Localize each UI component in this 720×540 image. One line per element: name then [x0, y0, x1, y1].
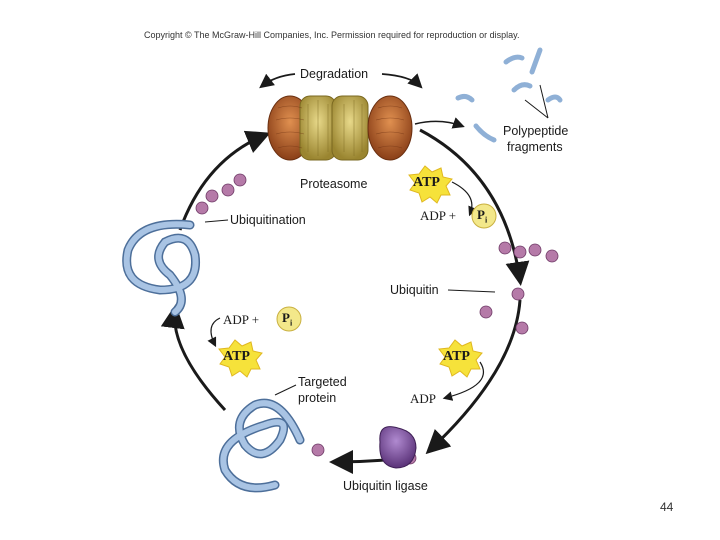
targeted-protein-label-line1: Targeted [298, 375, 347, 389]
pi-circle-left [276, 306, 302, 332]
polypeptide-fragments-label-line2: fragments [507, 140, 563, 154]
degradation-right-arrow [381, 73, 423, 89]
pi-left-label: Pi [282, 310, 293, 328]
copyright-notice: Copyright © The McGraw-Hill Companies, I… [144, 30, 520, 40]
atp-left-label: ATP [223, 349, 250, 364]
ubiquitin-ligase-label: Ubiquitin ligase [343, 479, 428, 493]
degradation-left-arrow [259, 73, 296, 89]
arc-right-lower-arrow [425, 299, 522, 455]
arc-left-upper-arrow [178, 130, 271, 231]
ubiquitin-monomers [479, 287, 529, 335]
pi-top-label: Pi [477, 207, 488, 225]
pi-circle-top [471, 203, 497, 229]
arc-right-arrow [419, 128, 530, 286]
ubiquitin-ligase-enzyme [379, 426, 417, 469]
adp-left-to-atp-arrow [207, 317, 221, 348]
proteasome-label: Proteasome [300, 177, 368, 191]
polypeptide-fragments-label-line1: Polypeptide [503, 124, 569, 138]
polypeptide-pointer-line [524, 84, 549, 119]
arc-left-lower-arrow [160, 304, 227, 412]
polypeptide-fragments [455, 47, 563, 143]
degradation-label: Degradation [300, 67, 369, 81]
atp-bottom-to-adp-arrow [442, 361, 485, 401]
arc-bottom-arrow [329, 449, 386, 474]
adp-plus-left-label: ADP + [223, 312, 260, 327]
atp-top-label: ATP [413, 175, 440, 190]
atp-bottom-label: ATP [443, 349, 470, 364]
ubiquitination-label: Ubiquitination [230, 213, 306, 227]
page-number: 44 [660, 500, 674, 514]
proteasome-complex [267, 95, 413, 161]
ubiquitin-pointer-line [447, 289, 496, 293]
atp-burst-top [408, 165, 453, 204]
ubiquitin-label: Ubiquitin [390, 283, 439, 297]
atp-burst-left [218, 339, 263, 378]
ubiquitin-chain-right [498, 241, 559, 263]
adp-bottom-label: ADP [410, 391, 437, 406]
ubiquitin-chain-left [195, 173, 247, 215]
adp-plus-top-label: ADP + [420, 208, 457, 223]
fragments-arrow [414, 117, 465, 129]
ubiquitination-pointer-line [204, 219, 229, 223]
atp-top-to-adp-arrow [451, 181, 478, 217]
targeted-pointer-line [274, 384, 297, 396]
atp-burst-bottom [438, 339, 483, 378]
targeted-protein-label-line2: protein [298, 391, 337, 405]
